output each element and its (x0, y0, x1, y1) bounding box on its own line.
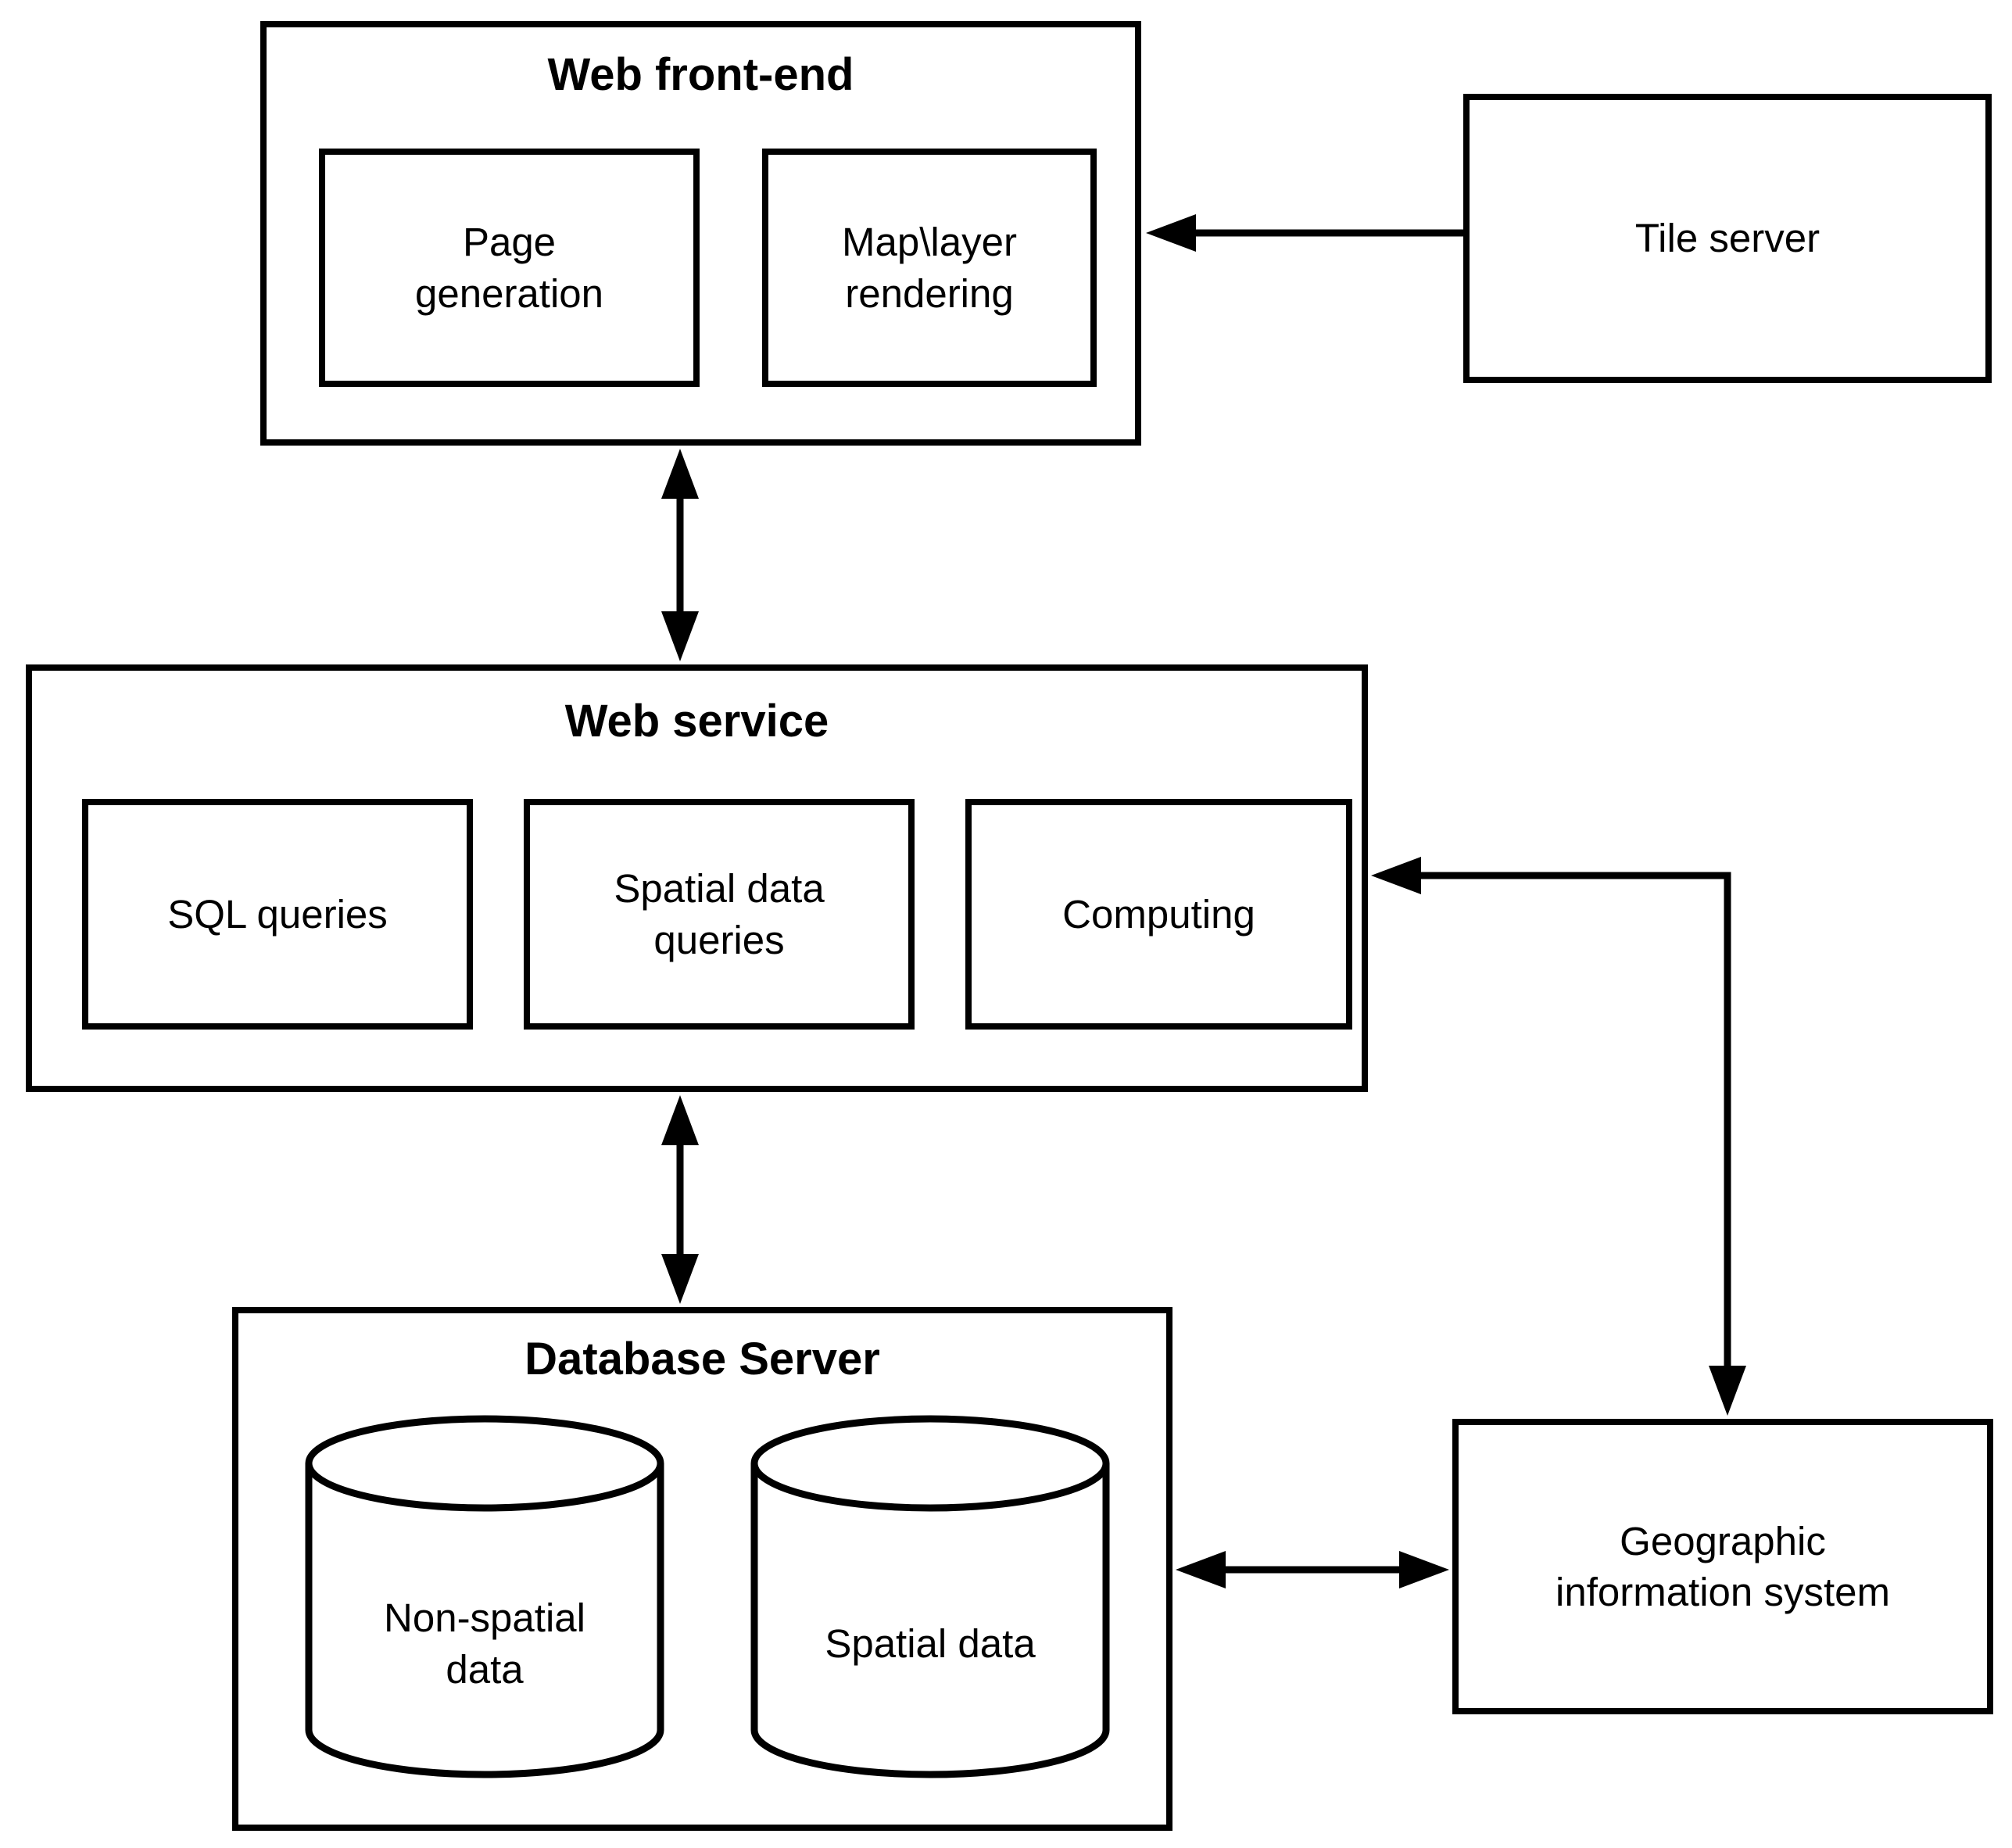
web-front-end-title: Web front-end (547, 49, 854, 100)
connector-line (1416, 872, 1731, 1370)
arrowhead (661, 449, 699, 499)
arrowhead (661, 1254, 699, 1304)
arrowhead (661, 611, 699, 661)
arrowhead (1176, 1551, 1226, 1588)
database-server-title: Database Server (524, 1334, 880, 1384)
spatial-data-cylinder: Spatial data (750, 1415, 1110, 1778)
sql-queries-label: SQL queries (167, 891, 388, 937)
connector-database-server-gis (1176, 1551, 1449, 1588)
connector-gis-to-web-service (1371, 857, 1746, 1416)
node-computing: Computing (965, 799, 1352, 1030)
node-tile-server: Tile server (1463, 94, 1992, 383)
cylinder-shape (750, 1415, 1110, 1778)
spatial-data-label: Spatial data (825, 1621, 1036, 1666)
web-service-title: Web service (564, 696, 829, 747)
computing-label: Computing (1062, 891, 1255, 937)
connector-web-service-database-server (661, 1095, 699, 1304)
connector-web-front-end-web-service (661, 449, 699, 661)
cylinder-shape (305, 1415, 664, 1778)
node-sql-queries: SQL queries (82, 799, 473, 1030)
arrowhead (1399, 1551, 1449, 1588)
arrowhead (1146, 214, 1196, 252)
arrowhead (661, 1095, 699, 1145)
arrowhead (1709, 1366, 1746, 1416)
arrowhead (1371, 857, 1421, 894)
connector-tile-server-to-web-front-end (1146, 214, 1463, 252)
tile-server-label: Tile server (1634, 216, 1820, 261)
